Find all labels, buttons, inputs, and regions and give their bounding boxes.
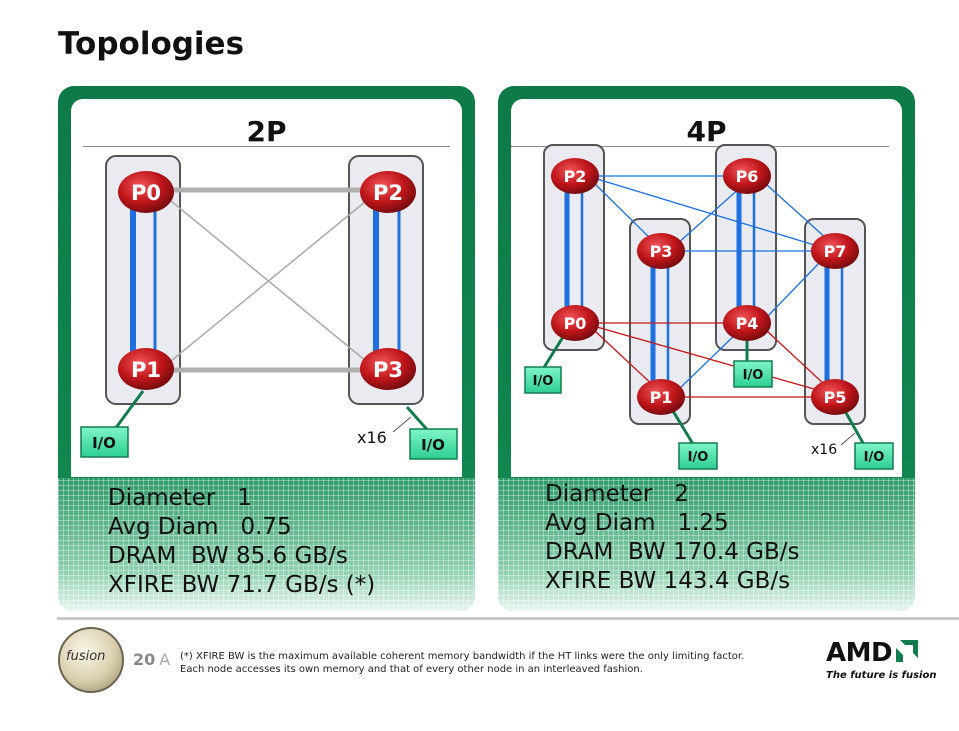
io-box-right: I/O: [409, 428, 458, 460]
node-p5: P5: [811, 379, 859, 415]
fusion-logo: fusion: [58, 627, 124, 693]
page-number-value: 20: [133, 650, 156, 669]
stat-diameter: Diameter 2: [545, 481, 689, 507]
io-label: I/O: [688, 450, 709, 465]
link-width-label: x16: [811, 442, 837, 458]
amd-logo: AMD: [826, 638, 893, 668]
page-number-suffix: A: [159, 650, 171, 669]
footnote: (*) XFIRE BW is the maximum available co…: [180, 650, 744, 676]
panel-4p-heading: 4P: [686, 115, 727, 148]
node-p0: P0: [551, 305, 599, 341]
link-p4-p7: [766, 258, 824, 318]
tagline: The future is fusion: [826, 670, 937, 681]
panel-4p: 4P: [498, 86, 915, 611]
node-p0: P0: [118, 171, 174, 213]
link-p0-p5: [596, 326, 822, 392]
panel-4p-stats-area: [498, 478, 915, 611]
io-label: I/O: [743, 368, 764, 383]
node-p5-label: P5: [824, 388, 847, 407]
stat-diameter: Diameter 1: [108, 485, 252, 511]
io-box-p1: I/O: [678, 442, 718, 470]
socket-box-p2-p0: [543, 144, 605, 351]
node-p6-label: P6: [736, 167, 759, 186]
panel-4p-rule: [511, 146, 889, 147]
link-p1-p4: [678, 330, 740, 390]
link-p4-p5: [766, 330, 826, 386]
socket-box-p3-p1: [629, 218, 691, 425]
link-p0-io: [541, 336, 565, 370]
node-p3: P3: [360, 348, 416, 390]
io-label: I/O: [421, 436, 445, 454]
x16-leader: [840, 432, 856, 446]
node-p3: P3: [637, 233, 685, 269]
link-p0-p1: [594, 330, 658, 390]
node-p6: P6: [723, 158, 771, 194]
io-box-p5: I/O: [854, 442, 894, 470]
link-p2-p7: [596, 178, 822, 248]
link-p6-p7: [766, 184, 828, 240]
x16-leader: [392, 416, 412, 433]
footnote-line-2: Each node accesses its own memory and th…: [180, 664, 643, 675]
node-p1-label: P1: [650, 388, 673, 407]
amd-arrow-icon: [896, 640, 918, 662]
node-p2-label: P2: [564, 167, 587, 186]
link-p1-p2: [170, 200, 367, 362]
node-p3-label: P3: [650, 242, 673, 261]
topology-4p-diagram: x16 P2 P6 P3 P7 P0: [524, 144, 894, 470]
stat-avg-diam: Avg Diam 1.25: [545, 510, 729, 536]
stat-xfire-bw: XFIRE BW 71.7 GB/s (*): [108, 572, 376, 598]
node-p1: P1: [118, 348, 174, 390]
io-label: I/O: [92, 434, 116, 452]
node-p3-label: P3: [373, 358, 403, 382]
page-title: Topologies: [58, 26, 245, 62]
socket-box-right: [348, 155, 424, 405]
io-label: I/O: [864, 450, 885, 465]
link-p3-p6: [676, 186, 742, 245]
panel-2p-heading: 2P: [246, 115, 287, 148]
node-p0-label: P0: [131, 181, 161, 205]
node-p7-label: P7: [824, 242, 847, 261]
node-p2: P2: [551, 158, 599, 194]
link-p2-p3: [594, 183, 658, 246]
io-box-left: I/O: [80, 426, 129, 458]
link-p1-io: [113, 390, 145, 430]
panel-4p-diagram-area: 4P: [511, 99, 902, 477]
socket-box-left: [105, 155, 181, 405]
node-p7: P7: [811, 233, 859, 269]
stat-dram-bw: DRAM BW 85.6 GB/s: [108, 543, 348, 569]
stat-avg-diam: Avg Diam 0.75: [108, 514, 292, 540]
link-width-label: x16: [357, 428, 387, 447]
node-p1-label: P1: [131, 358, 161, 382]
node-p2: P2: [360, 171, 416, 213]
socket-box-p7-p5: [804, 218, 866, 425]
footer-divider: [57, 617, 959, 620]
link-p5-io: [843, 410, 865, 444]
stat-xfire-bw: XFIRE BW 143.4 GB/s: [545, 568, 791, 594]
node-p4: P4: [723, 305, 771, 341]
node-p2-label: P2: [373, 181, 403, 205]
io-box-p0: I/O: [524, 366, 562, 394]
panel-2p-stats-area: [58, 478, 475, 611]
stat-dram-bw: DRAM BW 170.4 GB/s: [545, 539, 800, 565]
footnote-line-1: (*) XFIRE BW is the maximum available co…: [180, 651, 745, 662]
link-p1-io: [671, 410, 695, 445]
node-p0-label: P0: [564, 314, 587, 333]
panel-2p: 2P: [58, 86, 475, 611]
topology-2p-diagram: x16 P0 P1 P2 P3 I/O: [80, 155, 458, 460]
io-label: I/O: [533, 374, 554, 389]
panel-2p-rule: [83, 146, 450, 147]
panel-2p-diagram-area: 2P: [71, 99, 462, 477]
io-box-p4: I/O: [733, 360, 773, 388]
fusion-logo-text: fusion: [66, 649, 106, 664]
node-p1: P1: [637, 379, 685, 415]
node-p4-label: P4: [736, 314, 759, 333]
